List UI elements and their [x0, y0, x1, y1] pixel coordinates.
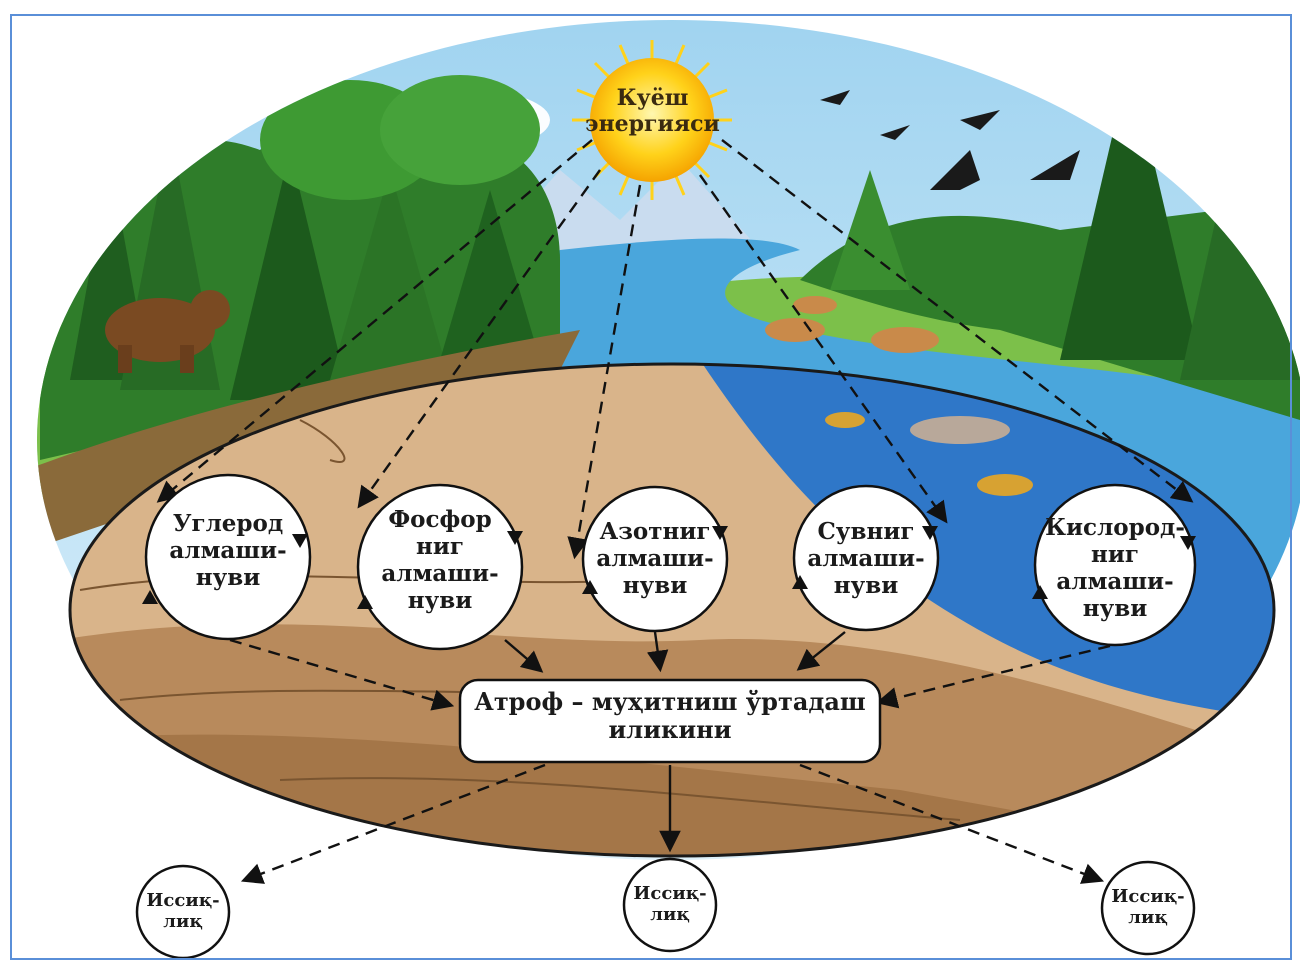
phosphorus-line2: ниг [416, 533, 464, 561]
inner-ellipse-outline [68, 362, 1276, 858]
birds [820, 90, 1080, 190]
heat-arrows [240, 763, 1105, 884]
carbon-line1: Углерод [172, 510, 284, 537]
ducks [765, 296, 939, 353]
sun-arrows [156, 139, 1194, 560]
heat-circles [135, 857, 1196, 960]
fish [825, 412, 1033, 496]
heat-label-right: Иссиқ- лиқ [1108, 886, 1188, 928]
right-forest [800, 60, 1300, 420]
water-cycle-circle [792, 484, 940, 632]
environment-exchange-label: Атроф – муҳитниш ўртадаш иликини [460, 687, 880, 745]
heat-right-line1: Иссиқ- [1111, 886, 1185, 907]
nitrogen-cycle-circle [581, 485, 729, 633]
sun-label-line2: энергияси [585, 110, 720, 137]
nitrogen-cycle-label: Азотниг алмаши- нуви [580, 518, 730, 599]
oxygen-line2: ниг [1091, 541, 1139, 569]
heat-center-line2: лиқ [650, 904, 690, 926]
sun-icon [572, 40, 732, 200]
water-cycle-label: Сувниг алмаши- нуви [791, 518, 941, 599]
water-line3: нуви [833, 572, 899, 600]
environment-exchange-box [458, 678, 882, 764]
oxygen-line4: нуви [1082, 595, 1148, 623]
carbon-cycle-circle [144, 473, 312, 641]
sun-energy-label: Куёш энергияси [580, 85, 725, 138]
bear [105, 290, 230, 373]
nitrogen-line2: алмаши- [596, 545, 714, 573]
nitrogen-line3: нуви [622, 572, 688, 600]
oxygen-cycle-circle [1033, 483, 1197, 647]
cycle-circles [142, 473, 1197, 651]
heat-label-left: Иссиқ- лиқ [143, 890, 223, 932]
heat-left-line2: лиқ [163, 911, 203, 933]
phosphorus-line4: нуви [407, 587, 473, 615]
heat-label-center: Иссиқ- лиқ [630, 883, 710, 925]
cycle-to-center-arrows [229, 631, 1111, 711]
carbon-line2: алмаши- [169, 537, 287, 565]
phosphorus-line3: алмаши- [381, 560, 499, 588]
phosphorus-cycle-label: Фосфор ниг алмаши- нуви [365, 506, 515, 615]
oxygen-line3: алмаши- [1056, 568, 1174, 596]
carbon-cycle-label: Углерод алмаши- нуви [153, 510, 303, 591]
water-line1: Сувниг [817, 518, 915, 545]
heat-center-line1: Иссиқ- [633, 883, 707, 904]
center-line1: Атроф – муҳитниш ўртадаш [474, 687, 866, 716]
sun-label-line1: Куёш [616, 85, 689, 111]
water-line2: алмаши- [807, 545, 925, 573]
oxygen-line1: Кислород- [1045, 514, 1185, 541]
center-line2: иликини [608, 715, 732, 745]
left-forest [40, 75, 560, 460]
heat-left-line1: Иссиқ- [146, 890, 220, 911]
phosphorus-cycle-circle [356, 483, 524, 651]
oxygen-cycle-label: Кислород- ниг алмаши- нуви [1040, 514, 1190, 623]
phosphorus-line1: Фосфор [388, 506, 492, 533]
heat-right-line2: лиқ [1128, 907, 1168, 929]
carbon-line3: нуви [195, 564, 261, 592]
nitrogen-line1: Азотниг [599, 518, 711, 545]
